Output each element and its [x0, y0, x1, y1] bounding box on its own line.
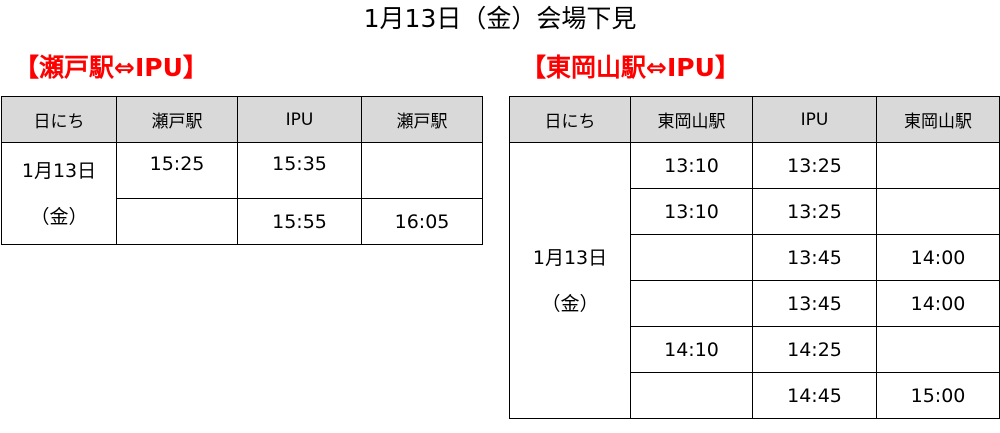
column-header-ipu: IPU — [752, 96, 877, 143]
column-header-higashi-okayama-departure: 東岡山駅 — [630, 96, 753, 143]
column-header-date: 日にち — [509, 96, 631, 143]
time-cell — [630, 234, 753, 281]
column-header-ipu: IPU — [237, 96, 362, 143]
schedule-table-seto: 日にち 瀬戸駅 IPU 瀬戸駅 1月13日 （金） 15:25 15:35 15… — [1, 96, 483, 245]
column-header-seto-departure: 瀬戸駅 — [116, 96, 238, 143]
weekday-text: （金） — [30, 205, 88, 228]
time-cell: 14:00 — [876, 280, 1000, 327]
date-text: 1月13日 — [21, 159, 97, 182]
date-cell: 1月13日 （金） — [1, 142, 117, 245]
time-cell: 14:10 — [630, 326, 753, 373]
weekday-text: （金） — [541, 292, 599, 315]
schedule-table-higashi-okayama: 日にち 東岡山駅 IPU 東岡山駅 1月13日 （金） 13:10 13:25 … — [509, 96, 1000, 419]
time-cell: 15:35 — [237, 142, 362, 199]
column-header-date: 日にち — [1, 96, 117, 143]
column-header-higashi-okayama-arrival: 東岡山駅 — [876, 96, 1000, 143]
time-cell: 15:00 — [876, 372, 1000, 419]
time-cell — [876, 142, 1000, 189]
section-heading-higashi-okayama: 【東岡山駅⇔IPU】 — [521, 53, 740, 82]
table-row: 13:10 13:25 — [510, 188, 1000, 235]
page-title: 1月13日（金）会場下見 — [363, 4, 637, 33]
time-cell: 13:10 — [630, 142, 753, 189]
time-cell: 14:25 — [752, 326, 877, 373]
table-row: 1月13日 （金） 15:25 15:35 — [1, 142, 483, 245]
time-cell: 15:55 — [237, 198, 362, 245]
date-text: 1月13日 — [532, 246, 608, 269]
time-cell — [630, 280, 753, 327]
time-cell — [876, 326, 1000, 373]
time-cell: 15:25 — [116, 142, 238, 199]
time-cell — [361, 142, 483, 199]
table-row: 15:55 16:05 — [2, 198, 483, 245]
time-cell: 16:05 — [361, 198, 483, 245]
time-cell: 13:45 — [752, 234, 877, 281]
section-heading-seto: 【瀬戸駅⇔IPU】 — [14, 53, 208, 82]
table-row: 14:45 15:00 — [510, 372, 1000, 419]
time-cell: 13:10 — [630, 188, 753, 235]
time-cell: 14:45 — [752, 372, 877, 419]
table-row: 14:10 14:25 — [510, 326, 1000, 373]
time-cell — [116, 198, 238, 245]
time-cell: 14:00 — [876, 234, 1000, 281]
table-header-row: 日にち 瀬戸駅 IPU 瀬戸駅 — [1, 96, 483, 143]
time-cell: 13:25 — [752, 142, 877, 189]
table-row: 1月13日 （金） 13:10 13:25 — [509, 142, 1000, 419]
date-cell: 1月13日 （金） — [509, 142, 631, 419]
column-header-seto-arrival: 瀬戸駅 — [361, 96, 483, 143]
time-cell: 13:45 — [752, 280, 877, 327]
time-cell — [876, 188, 1000, 235]
table-header-row: 日にち 東岡山駅 IPU 東岡山駅 — [509, 96, 1000, 143]
time-cell: 13:25 — [752, 188, 877, 235]
time-cell — [630, 372, 753, 419]
